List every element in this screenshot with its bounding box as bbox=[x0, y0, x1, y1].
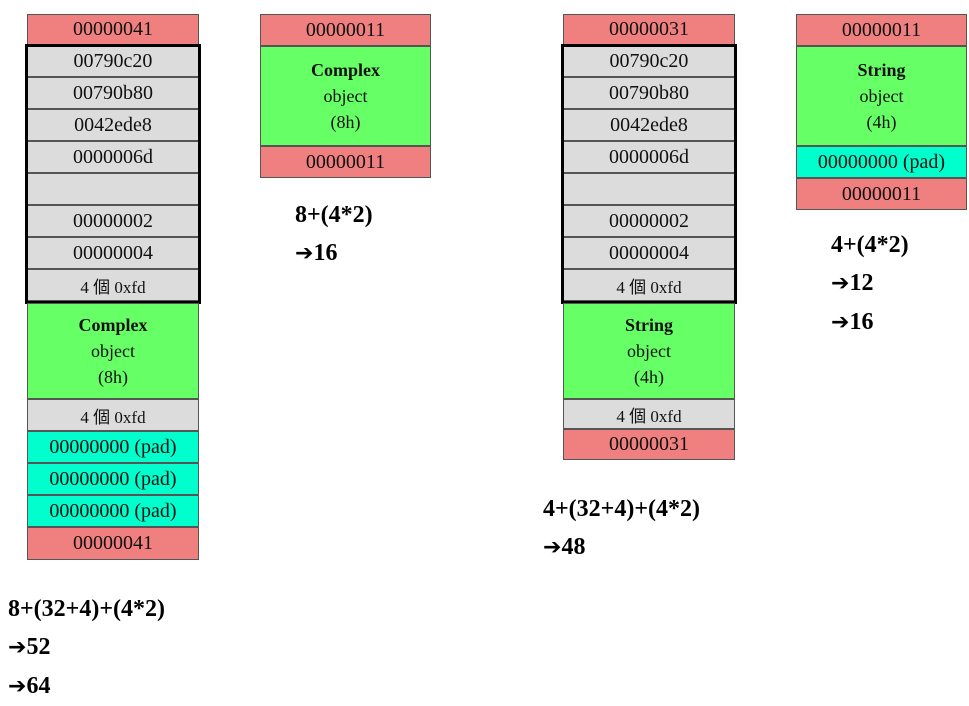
formula-expression: 4+(4*2) bbox=[831, 232, 909, 258]
padding-row: 00000000 (pad) bbox=[27, 431, 199, 463]
arrow-icon: ➔ bbox=[8, 674, 27, 699]
header-cookie: 00000011 bbox=[260, 14, 431, 46]
arrow-icon: ➔ bbox=[831, 310, 850, 335]
memory-block-string-single: 00000011 String object (4h) 00000000 (pa… bbox=[796, 14, 967, 210]
arrow-icon: ➔ bbox=[8, 635, 27, 660]
object-size: (8h) bbox=[330, 112, 361, 132]
object-size: (8h) bbox=[98, 367, 128, 387]
formula-expression: 8+(32+4)+(4*2) bbox=[8, 596, 165, 622]
footer-cookie: 00000011 bbox=[796, 178, 967, 210]
debug-header-row: 00790c20 bbox=[563, 45, 735, 77]
debug-header-row: 4 個 0xfd bbox=[27, 269, 199, 301]
header-cookie: 00000031 bbox=[563, 14, 735, 45]
no-mans-land: 4 個 0xfd bbox=[563, 399, 735, 429]
object-word: object bbox=[91, 341, 135, 361]
object-body: String object (4h) bbox=[796, 46, 967, 146]
debug-header-row: 00790b80 bbox=[27, 77, 199, 109]
arrow-icon: ➔ bbox=[295, 241, 314, 266]
object-size: (4h) bbox=[866, 112, 897, 132]
debug-header-row bbox=[563, 173, 735, 205]
formula-result: ➔12 bbox=[831, 270, 874, 296]
size-formula: 4+(4*2) ➔12 ➔16 bbox=[831, 226, 909, 342]
object-body: Complex object (8h) bbox=[27, 303, 199, 399]
no-mans-land: 4 個 0xfd bbox=[27, 399, 199, 431]
debug-header-row bbox=[27, 173, 199, 205]
header-cookie: 00000011 bbox=[796, 14, 967, 46]
footer-cookie: 00000041 bbox=[27, 527, 199, 560]
memory-block-string-array: 00000031 00790c20 00790b80 0042ede8 0000… bbox=[561, 14, 737, 460]
object-name: Complex bbox=[311, 60, 380, 80]
header-cookie: 00000041 bbox=[27, 14, 199, 45]
debug-header-row: 00000004 bbox=[563, 237, 735, 269]
object-size: (4h) bbox=[634, 367, 664, 387]
debug-header-row: 00000002 bbox=[563, 205, 735, 237]
padding-row: 00000000 (pad) bbox=[796, 146, 967, 178]
padding-row: 00000000 (pad) bbox=[27, 495, 199, 527]
debug-header-row: 0000006d bbox=[563, 141, 735, 173]
object-word: object bbox=[323, 86, 368, 106]
arrow-icon: ➔ bbox=[831, 271, 850, 296]
debug-header-row: 00790c20 bbox=[27, 45, 199, 77]
debug-header-row: 0042ede8 bbox=[27, 109, 199, 141]
debug-header-row: 00000004 bbox=[27, 237, 199, 269]
size-formula: 8+(4*2) ➔16 bbox=[295, 196, 373, 273]
object-name: String bbox=[857, 60, 906, 80]
object-body: Complex object (8h) bbox=[260, 46, 431, 146]
formula-expression: 8+(4*2) bbox=[295, 202, 373, 228]
formula-result: ➔64 bbox=[8, 673, 51, 699]
formula-result: ➔16 bbox=[295, 240, 338, 266]
memory-block-complex-single: 00000011 Complex object (8h) 00000011 bbox=[260, 14, 431, 178]
formula-expression: 4+(32+4)+(4*2) bbox=[543, 496, 700, 522]
object-word: object bbox=[859, 86, 904, 106]
size-formula: 4+(32+4)+(4*2) ➔48 bbox=[543, 490, 700, 567]
debug-header-row: 00000002 bbox=[27, 205, 199, 237]
padding-row: 00000000 (pad) bbox=[27, 463, 199, 495]
object-word: object bbox=[627, 341, 671, 361]
formula-result: ➔52 bbox=[8, 634, 51, 660]
debug-header-row: 0042ede8 bbox=[563, 109, 735, 141]
object-name: String bbox=[624, 315, 673, 335]
debug-header-row: 0000006d bbox=[27, 141, 199, 173]
formula-result: ➔48 bbox=[543, 534, 586, 560]
debug-header-row: 00790b80 bbox=[563, 77, 735, 109]
memory-block-complex-array: 00000041 00790c20 00790b80 0042ede8 0000… bbox=[25, 14, 201, 560]
debug-header-row: 4 個 0xfd bbox=[563, 269, 735, 301]
object-name: Complex bbox=[78, 315, 148, 335]
formula-result: ➔16 bbox=[831, 309, 874, 335]
footer-cookie: 00000031 bbox=[563, 429, 735, 460]
size-formula: 8+(32+4)+(4*2) ➔52 ➔64 bbox=[8, 590, 165, 706]
object-body: String object (4h) bbox=[563, 303, 735, 399]
footer-cookie: 00000011 bbox=[260, 146, 431, 178]
arrow-icon: ➔ bbox=[543, 535, 562, 560]
